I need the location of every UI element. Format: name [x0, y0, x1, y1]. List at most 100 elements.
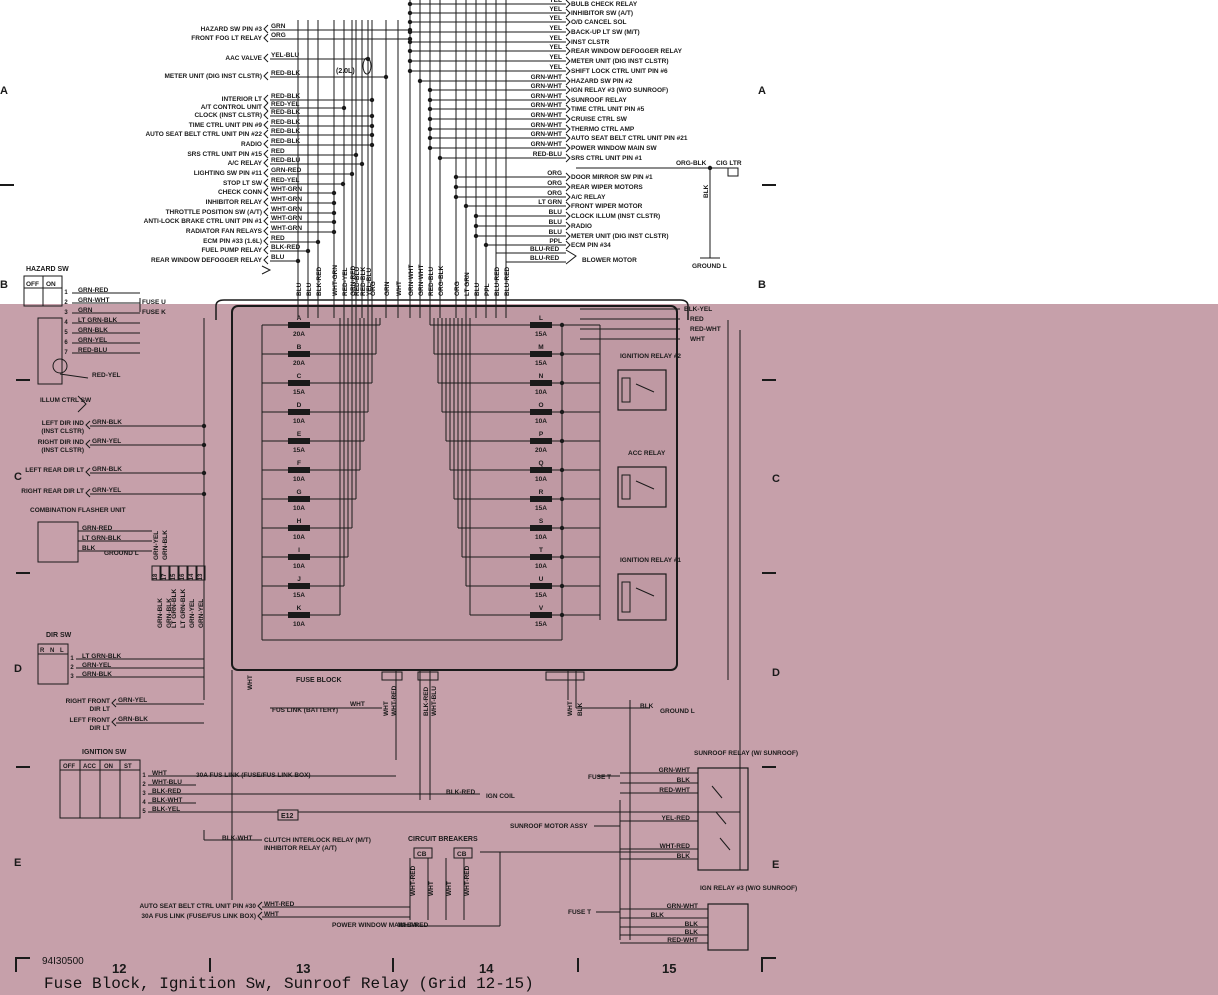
- row-label-a: A: [0, 85, 8, 97]
- top-right-label-1: INHIBITOR SW (A/T): [571, 10, 633, 17]
- fuse-left-amps-9: 15A: [293, 592, 305, 599]
- fuse-left-letter-0: A: [297, 315, 302, 322]
- vertical-left-wire-3: LT GRN-BLK: [180, 588, 187, 628]
- top-right-label-2: O/D CANCEL SOL: [571, 19, 627, 26]
- row-label-a-right: A: [758, 85, 766, 97]
- top-left-label-9: RADIO: [241, 141, 262, 148]
- hazard-wire-6: RED-BLU: [78, 347, 108, 354]
- top-right-label-7: SHIFT LOCK CTRL UNIT PIN #6: [571, 68, 668, 75]
- fuse-left-letter-5: F: [297, 460, 301, 467]
- fuse-left-amps-5: 10A: [293, 476, 305, 483]
- connector-mark: [565, 143, 571, 153]
- lower-vertical-0: WHT: [247, 675, 254, 690]
- left-item-label-0: LEFT DIR IND: [42, 420, 85, 427]
- lower-connector-1: [381, 671, 403, 681]
- sunroof-wire-3: YEL-RED: [661, 815, 690, 822]
- col-label-12: 12: [112, 961, 126, 976]
- connector-mark: [565, 114, 571, 124]
- ign2-relay-label: IGNITION RELAY #2: [620, 353, 681, 360]
- fuse-right-letter-2: N: [539, 373, 544, 380]
- row-label-e-right: E: [772, 859, 779, 871]
- left-item-paren-1: (INST CLSTR): [41, 447, 84, 454]
- top-left-wire-1: ORG: [271, 32, 286, 39]
- top-left-wire-6: RED-BLK: [271, 109, 301, 116]
- illum-arrow: [77, 395, 87, 413]
- hazard-head-on: ON: [46, 281, 56, 288]
- top-left-label-15: INHIBITOR RELAY: [206, 199, 263, 206]
- fuse-left-D: [288, 409, 310, 415]
- ign3-wire-2: BLK: [685, 921, 699, 928]
- vertical-left-wire-2: LT GRN-BLK: [171, 588, 178, 628]
- top-right-label-3: BACK-UP LT SW (M/T): [571, 29, 640, 36]
- ignition-switch: IGNITION SW OFF ACC ON ST 30A FUS LINK (…: [59, 749, 311, 819]
- fuse-right-amps-8: 10A: [535, 563, 547, 570]
- top-left-label-6: CLOCK (INST CLSTR): [194, 112, 262, 119]
- fuse-right-letter-7: S: [539, 518, 544, 525]
- connector-mark: [565, 124, 571, 134]
- connector-mark: [263, 255, 269, 265]
- vertical-wire-label-19: PPL: [484, 283, 491, 296]
- relays: IGNITION RELAY #2 ACC RELAY IGNITION REL…: [617, 353, 681, 621]
- fuse-right-letter-3: O: [538, 402, 543, 409]
- fuse-left-amps-1: 20A: [293, 360, 305, 367]
- fuse-left-letter-3: D: [297, 402, 302, 409]
- connector-pin-box-1: [160, 565, 170, 581]
- vertical-wire-label-18: BLU: [474, 282, 481, 296]
- connector-mark: [565, 240, 571, 250]
- cig-label: CIG LTR: [716, 160, 742, 167]
- top-left-label-0: HAZARD SW PIN #3: [201, 26, 263, 33]
- fus-link-battery-wire: WHT: [350, 701, 365, 708]
- lower-vertical-5: WHT: [567, 701, 574, 716]
- ign-head-off: OFF: [63, 764, 75, 770]
- top-left-wire-12: GRN-RED: [271, 167, 302, 174]
- ign1-relay-box: [617, 573, 667, 621]
- ign-wire-3: BLK-WHT: [152, 797, 182, 804]
- e12-box: [277, 809, 299, 821]
- ign-pin-0: 1: [142, 773, 146, 779]
- blower-label: BLOWER MOTOR: [582, 257, 637, 264]
- top-right-wire-18: ORG: [547, 180, 562, 187]
- fuse-left-F: [288, 467, 310, 473]
- col-label-14: 14: [479, 961, 494, 976]
- cb-wire-2: WHT: [446, 881, 453, 896]
- connector-mark: [263, 226, 269, 236]
- col-label-13: 13: [296, 961, 310, 976]
- fuse-left-letter-2: C: [297, 373, 302, 380]
- sunroof-contact-1: [715, 811, 727, 825]
- vertical-wire-label-16: ORG: [454, 281, 461, 296]
- top-right-wire-15: GRN-WHT: [531, 141, 562, 148]
- top-right-label-0: BULB CHECK RELAY: [571, 1, 638, 8]
- ground-mid-label: GROUND L: [660, 708, 695, 715]
- fuse-right-amps-0: 15A: [535, 331, 547, 338]
- fuse-left-B: [288, 351, 310, 357]
- fuse-right-amps-1: 15A: [535, 360, 547, 367]
- ign3-wire-1: BLK: [651, 912, 665, 919]
- top-right-label-13: THERMO CTRL AMP: [571, 126, 635, 133]
- top-right-label-24: ECM PIN #34: [571, 242, 611, 249]
- top-left-wire-10: RED: [271, 148, 285, 155]
- lower-connector-2: [417, 671, 439, 681]
- connector-mark: [263, 120, 269, 130]
- connector-pin-box-4: [187, 565, 197, 581]
- sunroof-fuse: FUSE T: [588, 774, 611, 781]
- connector-mark: [263, 236, 269, 246]
- top-left-label-2: AAC VALVE: [225, 55, 262, 62]
- connector-mark: [263, 129, 269, 139]
- top-right-wire-14: GRN-WHT: [531, 131, 562, 138]
- ign-head-acc: ACC: [83, 764, 97, 770]
- ign-pin-4: 5: [142, 809, 146, 815]
- top-left-label-16: THROTTLE POSITION SW (A/T): [166, 209, 262, 216]
- ign-wire-4: BLK-YEL: [152, 806, 180, 813]
- fuse-left-amps-3: 10A: [293, 418, 305, 425]
- vertical-left-wire-1: GRN-BLK: [162, 530, 169, 560]
- top-left-label-10: SRS CTRL UNIT PIN #15: [187, 151, 262, 158]
- dir-sw-title: DIR SW: [46, 632, 72, 639]
- fuse-right-Q: [530, 467, 552, 473]
- hazard-wire-3: LT GRN-BLK: [78, 317, 118, 324]
- connector-mark: [263, 158, 269, 168]
- vertical-wire-label-13: GRN-WHT: [418, 265, 425, 296]
- connector-mark: [257, 911, 263, 921]
- connector-mark: [111, 698, 117, 708]
- bottom-left-wire-1: WHT: [264, 911, 279, 918]
- fuse-right-O: [530, 409, 552, 415]
